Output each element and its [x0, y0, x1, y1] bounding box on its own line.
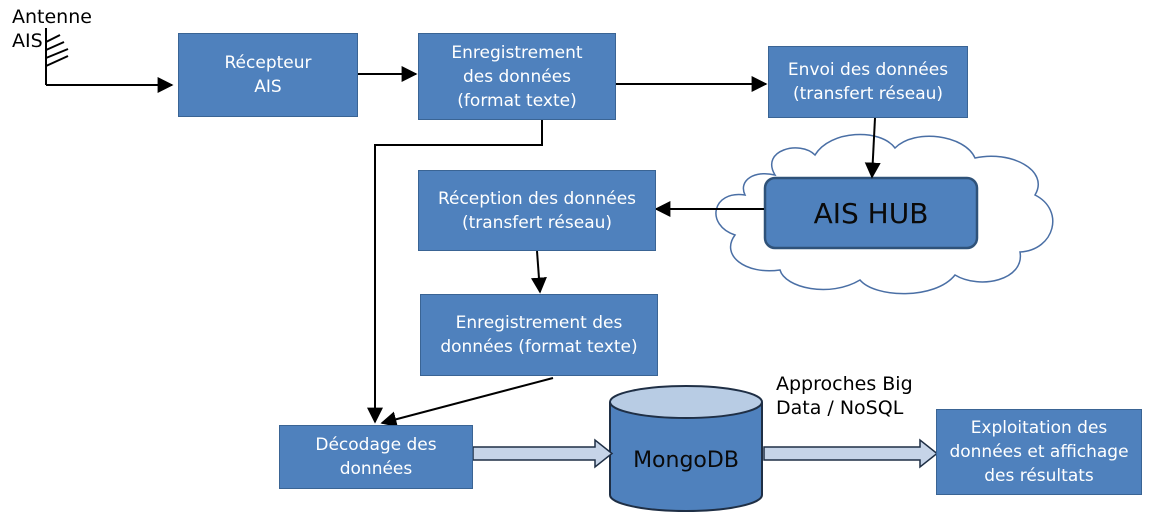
enregistrement1-line2: des données: [462, 66, 572, 87]
envoi-line2: (transfert réseau): [792, 84, 944, 104]
envoi-box: Envoi des données (transfert réseau): [768, 46, 968, 118]
ais-hub-label: AIS HUB: [813, 196, 929, 230]
arrow-enregistrement-to-decodage: [367, 120, 543, 424]
envoi-line1: Envoi des données: [787, 60, 949, 80]
arrow-envoi-to-hub: [864, 117, 881, 179]
exploitation-box: Exploitation des données et affichage de…: [936, 409, 1142, 495]
annotation-line1: Approches Big: [776, 373, 913, 395]
big-data-annotation: Approches Big Data / NoSQL: [776, 372, 913, 420]
enregistrement1-line1: Enregistrement: [451, 42, 583, 63]
annotation-line2: Data / NoSQL: [776, 397, 904, 419]
decodage-line2: données: [339, 459, 413, 479]
wide-arrow-decodage-to-mongodb: [472, 438, 614, 469]
enregistrement-box-2: Enregistrement des données (format texte…: [420, 294, 658, 376]
enregistrement-box-1: Enregistrement des données (format texte…: [418, 33, 616, 120]
antenna-label-line2: AIS: [12, 30, 43, 52]
decodage-line1: Décodage des: [315, 435, 437, 455]
arrow-enregistrement2-to-decodage: [380, 377, 554, 428]
recepteur-box: Récepteur AIS: [178, 33, 358, 117]
database-cylinder-icon: [609, 385, 763, 512]
antenna-label: Antenne AIS: [12, 5, 92, 53]
enregistrement2-line2: données (format texte): [440, 337, 638, 357]
recepteur-line1: Récepteur: [224, 53, 312, 73]
arrow-reception-to-enregistrement2: [530, 250, 547, 294]
reception-line2: (transfert réseau): [461, 212, 613, 233]
antenna-icon: [45, 28, 69, 85]
exploitation-line2: données et affichage: [949, 442, 1129, 462]
enregistrement2-line1: Enregistrement des: [455, 313, 623, 333]
wide-arrow-mongodb-to-exploitation: [763, 438, 939, 469]
exploitation-line3: des résultats: [984, 466, 1094, 486]
antenna-label-line1: Antenne: [12, 6, 92, 28]
exploitation-line1: Exploitation des: [970, 418, 1108, 438]
enregistrement1-line3: (format texte): [457, 90, 577, 111]
reception-line1: Réception des données: [437, 188, 637, 209]
reception-box: Réception des données (transfert réseau): [418, 170, 656, 251]
decodage-box: Décodage des données: [279, 425, 473, 489]
mongodb-label: MongoDB: [633, 447, 739, 473]
recepteur-line2: AIS: [254, 77, 282, 97]
